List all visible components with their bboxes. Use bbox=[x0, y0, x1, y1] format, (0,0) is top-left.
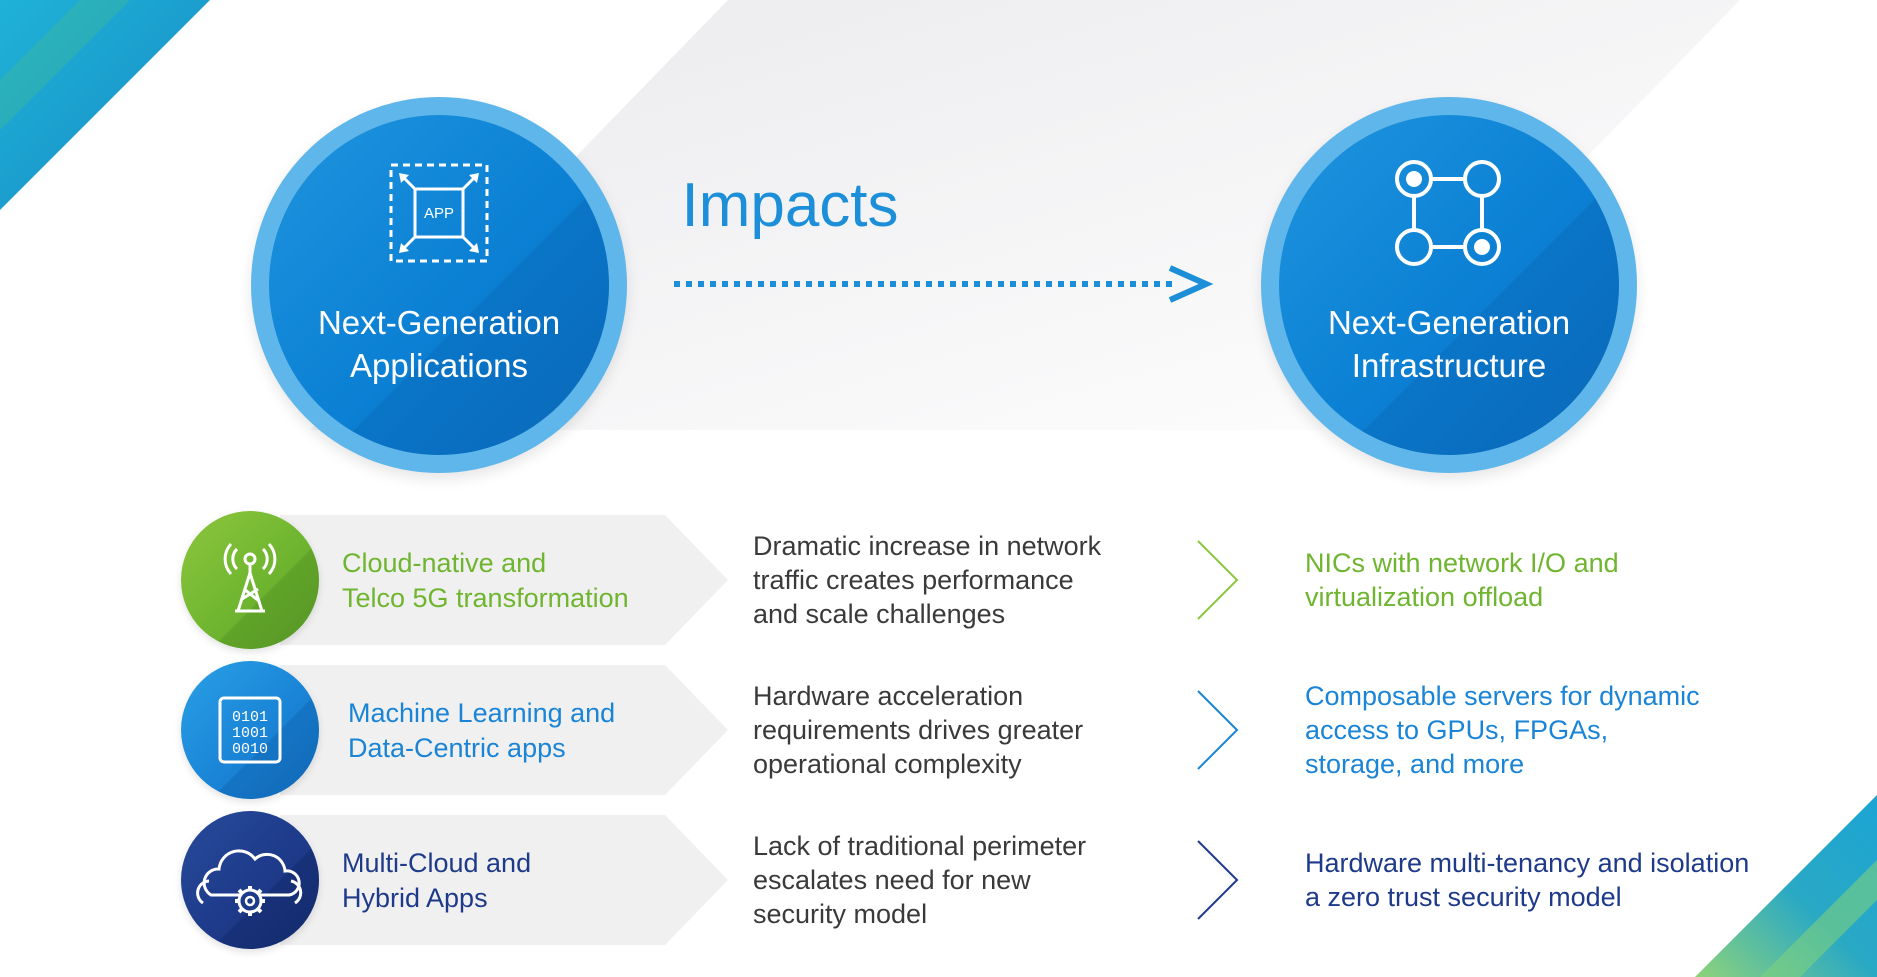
row-3-chevron-icon bbox=[1197, 840, 1239, 920]
row-3-title: Multi-Cloud and Hybrid Apps bbox=[342, 846, 531, 916]
binary-line-2: 1001 bbox=[232, 725, 268, 742]
cell-tower-icon bbox=[211, 541, 319, 649]
target-circle: Next-Generation Infrastructure bbox=[1261, 97, 1637, 473]
row-3-impact-line1: Lack of traditional perimeter bbox=[753, 831, 1087, 861]
row-1-result-line1: NICs with network I/O and bbox=[1305, 548, 1619, 578]
row-3-title-line2: Hybrid Apps bbox=[342, 883, 488, 913]
source-title-line1: Next-Generation bbox=[317, 304, 561, 341]
binary-line-1: 0101 bbox=[232, 709, 268, 726]
corner-accent-top-left bbox=[0, 0, 210, 210]
row-2-result: Composable servers for dynamic access to… bbox=[1305, 679, 1700, 781]
row-1-title-line2: Telco 5G transformation bbox=[342, 583, 629, 613]
row-1-impact-line2: traffic creates performance bbox=[753, 565, 1074, 595]
target-title: Next-Generation Infrastructure bbox=[1279, 301, 1619, 387]
row-2-result-line2: access to GPUs, FPGAs, bbox=[1305, 715, 1609, 745]
row-2-impact-line2: requirements drives greater bbox=[753, 715, 1084, 745]
impacts-label: Impacts bbox=[681, 171, 899, 240]
row-2-impact-line1: Hardware acceleration bbox=[753, 681, 1024, 711]
binary-data-icon: 0101 1001 0010 bbox=[211, 691, 319, 799]
row-3-impact: Lack of traditional perimeter escalates … bbox=[753, 829, 1086, 931]
row-3-impact-line2: escalates need for new bbox=[753, 865, 1031, 895]
row-band-2 bbox=[280, 665, 728, 795]
row-1-chevron-icon bbox=[1197, 540, 1239, 620]
binary-line-3: 0010 bbox=[232, 741, 268, 758]
app-icon-label: APP bbox=[424, 205, 454, 222]
row-2-chevron-icon bbox=[1197, 690, 1239, 770]
corner-accent-bottom-right-stripe bbox=[1760, 860, 1877, 977]
row-2-impact-line3: operational complexity bbox=[753, 749, 1022, 779]
source-title: Next-Generation Applications bbox=[269, 301, 609, 387]
row-1-impact: Dramatic increase in network traffic cre… bbox=[753, 529, 1101, 631]
row-1-result-line2: virtualization offload bbox=[1305, 582, 1544, 612]
row-2-title-line2: Data-Centric apps bbox=[348, 733, 566, 763]
dotted-arrow bbox=[674, 265, 1214, 303]
row-3-result-line1: Hardware multi-tenancy and isolation bbox=[1305, 848, 1750, 878]
source-title-line2: Applications bbox=[350, 347, 528, 384]
row-2-impact: Hardware acceleration requirements drive… bbox=[753, 679, 1083, 781]
network-nodes-icon bbox=[1395, 160, 1501, 266]
row-2-title: Machine Learning and Data-Centric apps bbox=[348, 696, 615, 766]
row-2-result-line3: storage, and more bbox=[1305, 749, 1525, 779]
corner-accent-top-left-stripe bbox=[0, 0, 130, 130]
row-3-result-line2: a zero trust security model bbox=[1305, 882, 1622, 912]
cloud-gear-icon bbox=[196, 841, 319, 949]
app-box-icon: APP bbox=[389, 163, 489, 263]
row-3-icon-circle bbox=[181, 811, 319, 949]
row-1-title: Cloud-native and Telco 5G transformation bbox=[342, 546, 629, 616]
row-3-title-line1: Multi-Cloud and bbox=[342, 848, 532, 878]
row-3-result: Hardware multi-tenancy and isolation a z… bbox=[1305, 846, 1749, 914]
row-1-title-line1: Cloud-native and bbox=[342, 548, 547, 578]
row-2-result-line1: Composable servers for dynamic bbox=[1305, 681, 1700, 711]
row-1-result: NICs with network I/O and virtualization… bbox=[1305, 546, 1619, 614]
row-2-title-line1: Machine Learning and bbox=[348, 698, 616, 728]
target-title-line2: Infrastructure bbox=[1351, 347, 1547, 384]
source-circle: APP Next-Generation Applications bbox=[251, 97, 627, 473]
row-1-impact-line3: and scale challenges bbox=[753, 599, 1006, 629]
target-title-line1: Next-Generation bbox=[1327, 304, 1571, 341]
row-band-1 bbox=[280, 515, 728, 645]
row-1-icon-circle bbox=[181, 511, 319, 649]
row-band-3 bbox=[280, 815, 728, 945]
row-3-impact-line3: security model bbox=[753, 899, 928, 929]
row-1-impact-line1: Dramatic increase in network bbox=[753, 531, 1102, 561]
row-2-icon-circle: 0101 1001 0010 bbox=[181, 661, 319, 799]
